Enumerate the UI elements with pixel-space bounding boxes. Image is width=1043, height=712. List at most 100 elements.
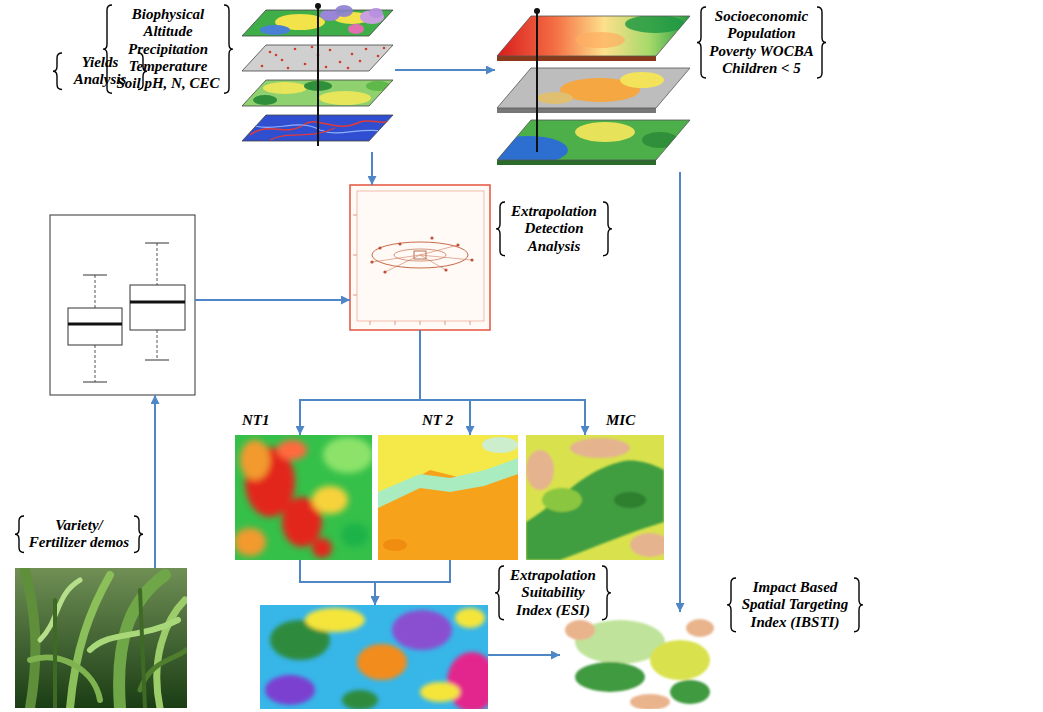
scatter-figure-part bbox=[350, 185, 490, 330]
nt1-map-part-part bbox=[341, 523, 369, 547]
label-group: Socioeconomic Population Poverty WOCBA C… bbox=[696, 6, 827, 79]
scatter-figure bbox=[350, 185, 490, 330]
box-plot-figure-part bbox=[50, 215, 195, 395]
flow-arrow bbox=[488, 654, 560, 656]
mic-map-part bbox=[526, 438, 664, 560]
biophysical-layers-part bbox=[369, 8, 383, 18]
population-layer-part bbox=[495, 14, 693, 60]
box-plot-figure-part bbox=[130, 301, 185, 304]
box-plot-figure-part bbox=[83, 275, 107, 276]
point-layer-part-part bbox=[281, 59, 284, 62]
point-layer-part bbox=[261, 46, 386, 70]
label-group: MIC bbox=[604, 412, 637, 429]
left-brace bbox=[53, 53, 62, 90]
point-layer-part-part bbox=[325, 66, 328, 69]
node-label: Impact Based Spatial Targeting Index (IB… bbox=[739, 579, 851, 631]
label-group: Extrapolation Detection Analysis bbox=[495, 201, 613, 257]
population-layer-part bbox=[625, 15, 685, 33]
socioeconomic-layers-part bbox=[497, 16, 690, 56]
point-layer-part-part bbox=[261, 65, 264, 68]
mic-map-part-part bbox=[570, 438, 630, 458]
ibsti-map-part-part bbox=[630, 694, 670, 709]
label-group: Impact Based Spatial Targeting Index (IB… bbox=[726, 577, 864, 633]
label-group: NT1 bbox=[240, 412, 272, 429]
soil-layer-part bbox=[255, 125, 390, 133]
nt1-map-part bbox=[235, 435, 372, 560]
scatter-figure-part bbox=[372, 245, 472, 272]
point-layer-part-part bbox=[329, 49, 332, 52]
node-label: Extrapolation Detection Analysis bbox=[508, 203, 600, 255]
scatter-figure-part-part bbox=[353, 295, 357, 296]
maize-photo bbox=[15, 568, 187, 708]
nt2-map-part bbox=[383, 539, 407, 551]
right-brace bbox=[138, 53, 147, 90]
women-children-layer bbox=[488, 118, 693, 164]
maize-photo-part-part bbox=[53, 600, 57, 708]
esi-map-part-part bbox=[392, 610, 452, 650]
scatter-figure-part-part bbox=[470, 321, 471, 325]
box-plot-figure-part bbox=[95, 275, 96, 308]
esi-map-part-part bbox=[265, 675, 315, 705]
node-label: Socioeconomic Population Poverty WOCBA C… bbox=[709, 8, 814, 77]
esi-map-part bbox=[260, 605, 488, 709]
mic-map-part-part bbox=[614, 492, 646, 508]
esi-map-part bbox=[265, 608, 488, 709]
map-heading: NT 2 bbox=[422, 412, 453, 429]
box-plot-figure-part bbox=[68, 323, 122, 326]
soil-layer-part bbox=[270, 128, 335, 140]
maize-photo-part-part bbox=[40, 580, 80, 640]
flow-arrow bbox=[371, 152, 373, 185]
point-layer-part-part bbox=[287, 67, 290, 70]
maize-photo-part-part bbox=[30, 657, 100, 700]
scatter-figure-part bbox=[357, 191, 484, 321]
box-plot-figure-part bbox=[95, 345, 96, 382]
scatter-figure-part-part bbox=[420, 245, 458, 255]
label-group: NT 2 bbox=[420, 412, 455, 429]
box-plot-figure-part bbox=[157, 243, 158, 285]
scatter-figure-part bbox=[370, 236, 473, 273]
left-brace bbox=[495, 566, 504, 620]
scatter-figure-part bbox=[353, 215, 470, 325]
map-heading: MIC bbox=[606, 412, 635, 429]
box-plot-figure-part bbox=[145, 243, 169, 244]
left-brace bbox=[15, 516, 24, 553]
point-layer-part-part bbox=[351, 53, 354, 56]
scatter-figure-part-part bbox=[353, 215, 357, 216]
nt2-map-part bbox=[482, 437, 518, 453]
ibsti-map-part-part bbox=[650, 640, 710, 680]
maize-photo-part bbox=[25, 570, 186, 708]
node-label: Extrapolation Suitability Index (ESI) bbox=[507, 567, 599, 619]
scatter-figure-part-part bbox=[420, 321, 421, 325]
nt1-map-part-part bbox=[240, 440, 270, 480]
terrain-layer-part bbox=[348, 24, 364, 34]
terrain-layer-part bbox=[260, 25, 290, 35]
right-brace bbox=[854, 578, 863, 632]
nt1-map-part bbox=[235, 437, 372, 558]
box-plot-figure-part bbox=[157, 330, 158, 360]
right-brace bbox=[602, 566, 611, 620]
nt1-map-part-part bbox=[312, 538, 332, 558]
nt2-map bbox=[378, 435, 518, 560]
scatter-figure-part-part bbox=[398, 242, 401, 245]
left-brace bbox=[496, 202, 505, 256]
poverty-layer-part bbox=[495, 66, 693, 112]
point-layer-part-part bbox=[347, 67, 350, 70]
left-brace bbox=[727, 578, 736, 632]
scatter-figure-part-part bbox=[395, 321, 396, 325]
scatter-figure-part-part bbox=[420, 255, 446, 270]
box-plot-figure-part bbox=[145, 360, 169, 361]
maize-photo-part-part bbox=[25, 570, 35, 708]
biophysical-layers-part bbox=[315, 3, 321, 9]
right-brace bbox=[224, 5, 233, 93]
mic-map-part-part bbox=[542, 488, 582, 512]
socioeconomic-layers-part bbox=[497, 120, 690, 160]
map-panel: Impact Based Spatial Targeting Index (IB… bbox=[560, 612, 720, 709]
right-brace bbox=[603, 202, 612, 256]
vegetation-layer-part bbox=[366, 81, 390, 91]
esi-map-part-part bbox=[420, 682, 460, 702]
label-group: Yields Analysis bbox=[52, 52, 148, 91]
nt1-map-part-part bbox=[235, 528, 266, 556]
flow-arrow bbox=[375, 560, 450, 605]
flow-arrow bbox=[154, 395, 156, 568]
